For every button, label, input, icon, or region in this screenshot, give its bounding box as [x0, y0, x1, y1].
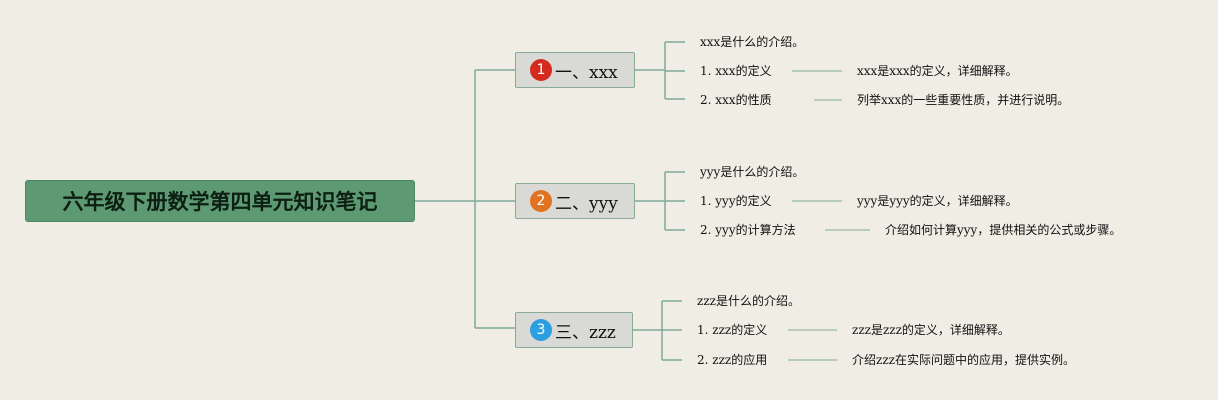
branch-3-item-1[interactable]: 1. zzz的定义	[697, 323, 768, 337]
badge-3-icon: 3	[530, 319, 552, 341]
branch-3-item-1-detail[interactable]: zzz是zzz的定义，详细解释。	[852, 323, 1010, 337]
branch-1-item-1[interactable]: 1. xxx的定义	[700, 64, 772, 78]
branch-1[interactable]: 1 一、xxx	[515, 52, 635, 88]
branch-3-item-2-detail[interactable]: 介绍zzz在实际问题中的应用，提供实例。	[852, 353, 1075, 367]
branch-2-item-1[interactable]: 1. yyy的定义	[700, 194, 772, 208]
branch-1-intro[interactable]: xxx是什么的介绍。	[700, 35, 805, 49]
root-topic[interactable]: 六年级下册数学第四单元知识笔记	[25, 180, 415, 222]
branch-3-label: 三、zzz	[555, 322, 616, 343]
badge-1-icon: 1	[530, 59, 552, 81]
branch-2-label: 二、yyy	[555, 193, 618, 214]
branch-2-item-2[interactable]: 2. yyy的计算方法	[700, 223, 796, 237]
badge-2-icon: 2	[530, 190, 552, 212]
branch-3-intro[interactable]: zzz是什么的介绍。	[697, 294, 800, 308]
branch-1-item-1-detail[interactable]: xxx是xxx的定义，详细解释。	[857, 64, 1018, 78]
branch-3-item-2[interactable]: 2. zzz的应用	[697, 353, 768, 367]
branch-2-item-2-detail[interactable]: 介绍如何计算yyy，提供相关的公式或步骤。	[885, 223, 1122, 237]
branch-2-item-1-detail[interactable]: yyy是yyy的定义，详细解释。	[857, 194, 1018, 208]
branch-3[interactable]: 3 三、zzz	[515, 312, 633, 348]
root-title: 六年级下册数学第四单元知识笔记	[62, 190, 378, 214]
branch-1-label: 一、xxx	[555, 62, 618, 83]
branch-1-item-2[interactable]: 2. xxx的性质	[700, 93, 772, 107]
branch-2-intro[interactable]: yyy是什么的介绍。	[700, 165, 805, 179]
branch-2[interactable]: 2 二、yyy	[515, 183, 635, 219]
branch-1-item-2-detail[interactable]: 列举xxx的一些重要性质，并进行说明。	[857, 93, 1070, 107]
